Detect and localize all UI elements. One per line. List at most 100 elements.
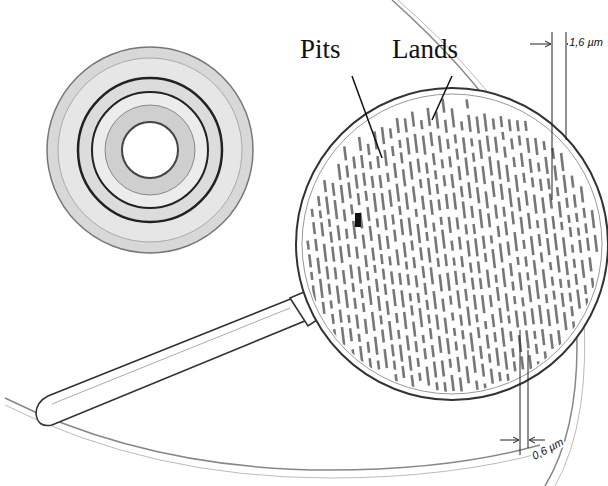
pit (335, 267, 336, 279)
pit (532, 308, 534, 324)
pit (410, 161, 412, 179)
pit (546, 157, 548, 174)
pit (418, 373, 422, 381)
pit (431, 200, 433, 215)
pit (335, 200, 337, 219)
pit (372, 248, 374, 261)
pit (420, 247, 422, 260)
pit (389, 190, 391, 207)
pit (329, 284, 330, 295)
pit (412, 241, 413, 251)
pit (478, 327, 479, 338)
pit (469, 182, 471, 198)
pit (375, 337, 377, 355)
pit (570, 293, 571, 302)
pit (405, 261, 409, 269)
pit (461, 121, 462, 130)
pit (479, 140, 481, 159)
leader-line (432, 76, 452, 120)
pit (459, 237, 461, 250)
pit (353, 156, 354, 168)
pit (350, 265, 352, 279)
pit (318, 196, 319, 206)
pit (516, 310, 518, 327)
pit (381, 254, 382, 264)
pit (490, 157, 492, 176)
pit (528, 213, 530, 229)
pit (361, 289, 362, 298)
pit (424, 215, 426, 228)
pit (529, 285, 531, 302)
pit (409, 293, 413, 301)
pit (500, 243, 502, 262)
pit (482, 295, 484, 313)
pit (324, 244, 326, 262)
pit (421, 120, 422, 129)
pit (467, 99, 468, 108)
pit (368, 342, 369, 353)
pit (509, 188, 511, 207)
pit (310, 209, 314, 217)
dimension-lines (500, 32, 580, 455)
pit (576, 213, 577, 222)
pit (328, 219, 332, 227)
pit (428, 248, 430, 263)
pit (392, 146, 393, 156)
pit (595, 235, 597, 252)
pit (483, 166, 485, 184)
pit (517, 120, 518, 131)
pit (539, 234, 540, 246)
pit (548, 309, 550, 326)
pit (585, 285, 586, 294)
pit (416, 275, 417, 287)
pit (334, 329, 336, 346)
pit (586, 223, 587, 233)
pit (524, 240, 525, 249)
pit (497, 287, 499, 301)
pit (498, 160, 500, 179)
pit (498, 226, 499, 237)
pit (430, 328, 431, 339)
pit (485, 384, 486, 395)
pit (405, 118, 407, 132)
pit (397, 184, 399, 202)
pit (515, 232, 517, 251)
pit (566, 261, 568, 275)
pit (383, 269, 384, 280)
pit (412, 375, 414, 388)
pit (387, 301, 389, 315)
pit (466, 158, 468, 176)
pit (392, 344, 393, 356)
pit (573, 321, 575, 340)
pit (571, 245, 575, 253)
pit (495, 332, 496, 342)
pit (347, 166, 348, 178)
pit (406, 193, 408, 210)
pit (357, 334, 361, 342)
pit (503, 268, 505, 287)
pit (368, 207, 370, 221)
pit (401, 219, 403, 235)
pit (423, 136, 425, 155)
pit (420, 179, 421, 188)
pit (447, 139, 448, 149)
pit (318, 258, 320, 274)
pit (553, 216, 555, 229)
pit (435, 236, 437, 253)
pit (313, 285, 315, 301)
pit (378, 296, 380, 311)
pit (557, 255, 559, 272)
pit (428, 108, 430, 126)
pit (369, 286, 371, 305)
pit (360, 346, 362, 362)
pit (552, 148, 553, 159)
pit (581, 186, 583, 202)
pit (436, 112, 438, 129)
pit (359, 266, 361, 283)
pit (389, 321, 391, 340)
pit (374, 193, 376, 212)
pit (457, 217, 458, 229)
pit (337, 286, 339, 304)
pit (378, 360, 379, 369)
pit (455, 134, 456, 143)
